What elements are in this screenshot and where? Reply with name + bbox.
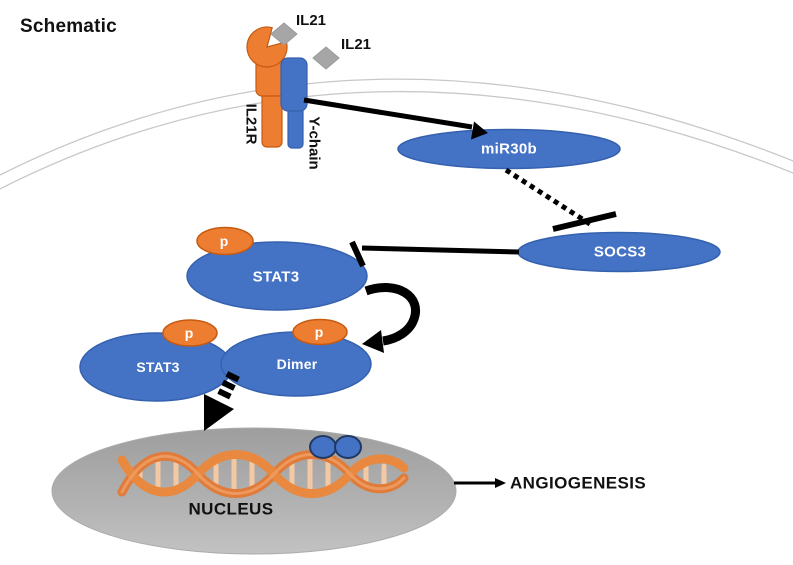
- dimer-on-dna-circles: [309, 435, 362, 459]
- phospho-label-dimer: p: [314, 324, 324, 340]
- gamma-chain-body: [280, 57, 308, 112]
- dna-helix-icon: [117, 450, 409, 498]
- phospho-badge-dimer: [292, 318, 348, 346]
- socs3-node-label: SOCS3: [593, 243, 647, 261]
- phospho-badge-stat3: [162, 319, 218, 347]
- il21-ligand-label-2: IL21: [341, 36, 372, 53]
- receptor-to-mir30b-arrow-icon: [303, 97, 488, 140]
- phospho-badge-upper: [196, 226, 254, 256]
- nucleus-to-angiogenesis-arrow-icon: [454, 478, 506, 488]
- il21r-receptor-label: IL21R: [242, 103, 260, 145]
- il21r-receptor-stem: [261, 87, 283, 148]
- mir30b-to-socs3-dashed-inhibition-icon: [504, 167, 617, 232]
- dimer-label: Dimer: [276, 356, 318, 372]
- il21r-binding-head: [246, 26, 288, 68]
- mir30b-node-ellipse: [397, 128, 621, 170]
- dna-strand-1-highlight: [120, 453, 406, 495]
- cell-membrane-outer-line: [0, 78, 793, 176]
- phospho-label-stat3: p: [184, 325, 194, 341]
- il21-ligand-label-1: IL21: [296, 12, 327, 29]
- gamma-chain-label: Y-chain: [305, 116, 323, 170]
- phospho-label-upper: p: [219, 233, 229, 249]
- dimerization-curved-arrow-icon: [362, 283, 420, 353]
- angiogenesis-outcome-label: ANGIOGENESIS: [510, 473, 647, 493]
- nucleus-label: NUCLEUS: [188, 499, 274, 519]
- socs3-to-stat3-inhibition-icon: [349, 240, 520, 268]
- nuclear-translocation-arrow-icon: [204, 371, 240, 431]
- stat3-upper-label: STAT3: [252, 268, 300, 286]
- il21-ligand-diamond-icon-2: [312, 46, 340, 70]
- stat3-monomer-label: STAT3: [136, 359, 180, 375]
- mir30b-node-label: miR30b: [481, 140, 537, 158]
- figure-title: Schematic: [20, 16, 117, 37]
- stat3-upper-ellipse: [186, 241, 368, 311]
- il21-ligand-diamond-icon-1: [270, 22, 298, 46]
- cell-membrane-inner-line: [0, 90, 793, 190]
